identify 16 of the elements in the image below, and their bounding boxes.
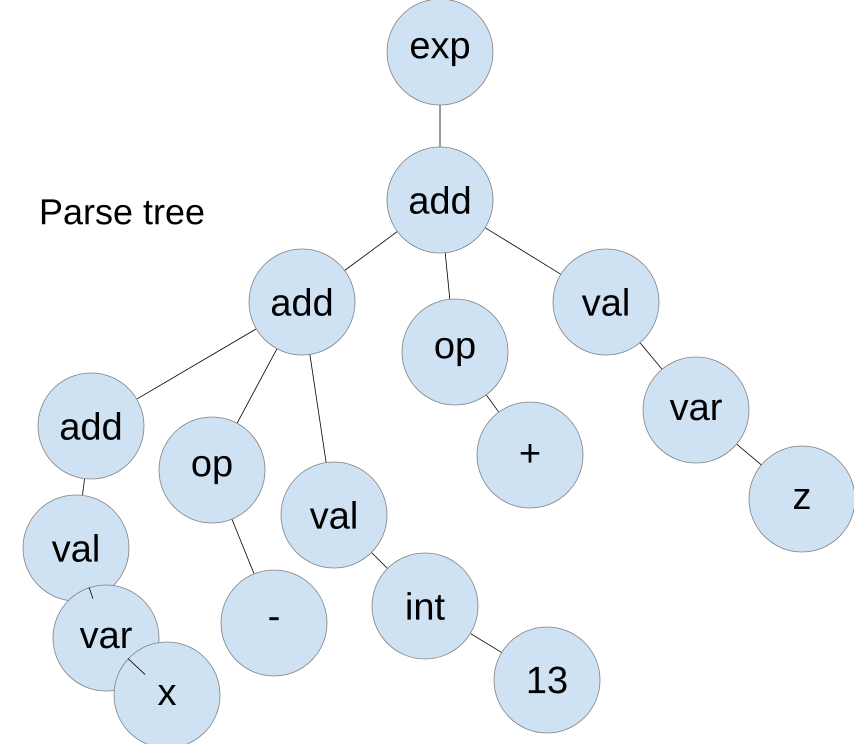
connector-line: [371, 552, 388, 569]
connector-line: [310, 354, 326, 463]
connector-line: [485, 228, 561, 274]
connector-line: [232, 519, 254, 574]
title: Parse tree: [42, 199, 204, 225]
connector-line: [82, 478, 85, 496]
connector-line: [486, 394, 499, 412]
connector-line: [444, 252, 450, 300]
connector-line: [640, 342, 662, 370]
connector-line: [236, 348, 278, 424]
connector-line: [88, 586, 94, 600]
connector-line: [136, 328, 256, 400]
connector-line: [128, 658, 146, 675]
connector-line: [736, 444, 762, 466]
connector-line: [344, 231, 398, 271]
connector-line: [470, 633, 502, 653]
